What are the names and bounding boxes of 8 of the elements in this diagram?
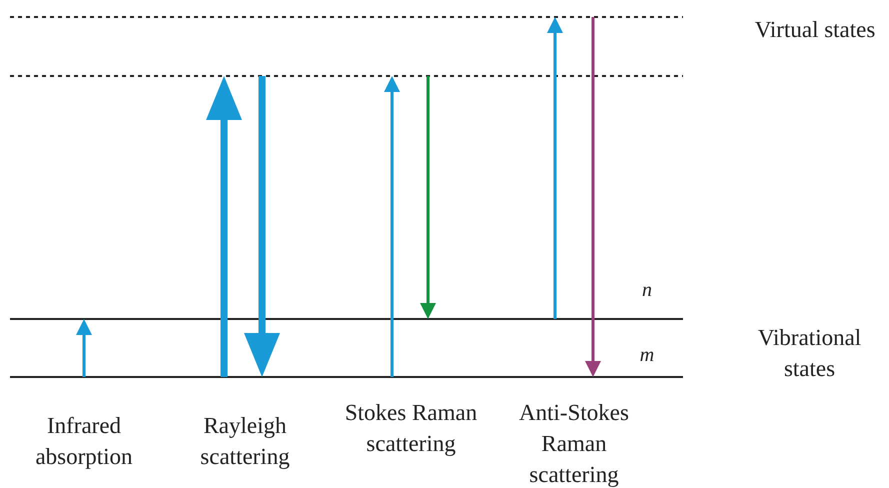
- level-label: Vibrational states: [756, 324, 862, 383]
- level-label: Virtual states: [754, 16, 876, 44]
- process-label: Rayleigh scattering: [199, 412, 291, 471]
- level-label: n: [641, 278, 653, 303]
- process-label: Infrared absorption: [34, 412, 134, 471]
- process-label: Stokes Raman scattering: [344, 399, 478, 458]
- process-label: Anti-Stokes Raman scattering: [518, 399, 630, 488]
- level-label: m: [638, 343, 656, 368]
